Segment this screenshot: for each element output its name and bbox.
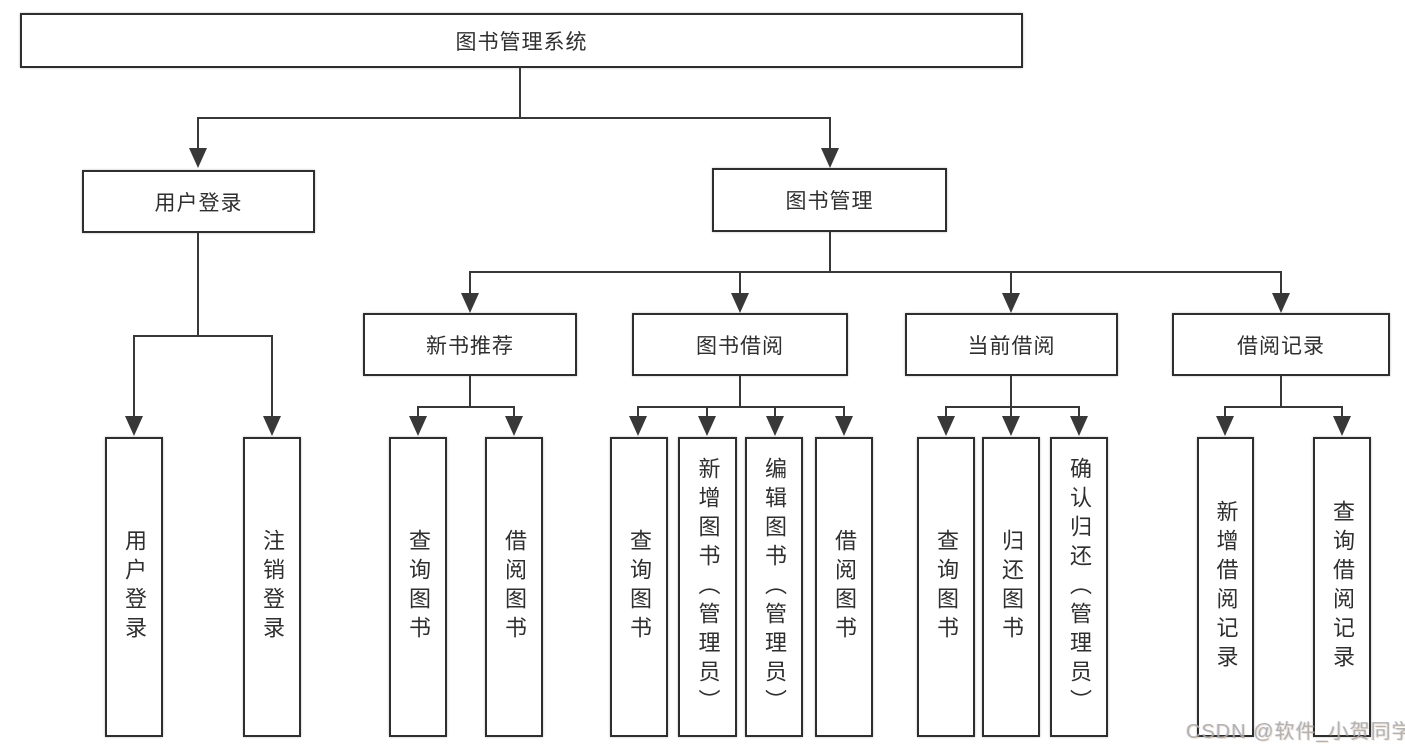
leaf-label: 确认归还（管理员） [1067,456,1092,718]
connector-stub [1224,406,1226,418]
connector-records-stub [1280,376,1282,408]
leaf-label: 查询图书 [406,529,431,645]
leaf-query-borrow-record: 查询借阅记录 [1313,437,1371,737]
leaf-borrow-books-recommend: 借阅图书 [485,437,543,737]
connector-stub [513,406,515,418]
node-book-borrowing: 图书借阅 [632,313,848,376]
connector-level3-bus [469,271,1282,273]
connector-records-bus [1224,406,1343,408]
connector-stub [706,406,708,418]
arrowhead [1070,416,1088,436]
connector-stub-borrowing [739,271,741,295]
arrowhead-records [1272,293,1290,313]
arrowhead [1002,416,1020,436]
arrowhead [766,416,784,436]
connector-current-bus [945,406,1080,408]
arrowhead-recommendation [461,293,479,313]
node-label: 图书管理系统 [455,30,588,54]
node-new-book-recommendation: 新书推荐 [363,313,577,376]
node-current-borrowing: 当前借阅 [905,313,1118,376]
leaf-label: 注销登录 [260,529,285,645]
leaf-label: 用户登录 [122,529,147,645]
arrowhead-borrowing [731,293,749,313]
leaf-user-login: 用户登录 [105,437,163,737]
node-library-management-system: 图书管理系统 [20,13,1023,68]
connector-user-login-stub [197,233,199,337]
arrowhead [505,416,523,436]
leaf-query-books-borrowing: 查询图书 [610,437,668,737]
connector-recommendation-bus [417,406,515,408]
node-label: 借阅记录 [1237,334,1325,358]
node-label: 新书推荐 [426,334,514,358]
leaf-label: 新增借阅记录 [1213,500,1239,674]
arrowhead-leaf-logout [263,416,281,436]
arrowhead-current [1002,293,1020,313]
leaf-add-books-admin: 新增图书（管理员） [678,437,737,737]
connector-stub [843,406,845,418]
arrowhead [409,416,427,436]
leaf-label: 借阅图书 [832,529,857,645]
connector-stub-leaf-logout [271,335,273,418]
leaf-label: 归还图书 [999,529,1024,645]
connector-stub-user-login [197,117,199,150]
connector-stub [774,406,776,418]
arrowhead [698,416,716,436]
connector-stub-leaf-login [133,335,135,418]
connector-current-stub [1010,376,1012,408]
connector-stub-book-management [829,117,831,150]
node-label: 用户登录 [154,191,243,215]
leaf-label: 编辑图书（管理员） [762,456,787,718]
arrowhead-book-management [821,148,839,168]
connector-user-login-bus [133,335,273,337]
node-label: 当前借阅 [967,334,1056,358]
connector-stub [637,406,639,418]
connector-level1-bus [197,117,831,119]
leaf-label: 借阅图书 [502,529,527,645]
node-borrowing-records: 借阅记录 [1172,313,1390,376]
connector-root-stub [519,68,521,119]
leaf-logout: 注销登录 [243,437,301,737]
connector-borrowing-stub [739,376,741,408]
node-user-login: 用户登录 [82,170,315,233]
leaf-label: 查询图书 [627,529,652,645]
leaf-query-books-current: 查询图书 [917,437,975,737]
connector-book-management-stub [829,232,831,273]
connector-stub [1341,406,1343,418]
arrowhead [835,416,853,436]
leaf-label: 新增图书（管理员） [695,456,721,718]
csdn-watermark: CSDN @软件_小贺同学 [1186,721,1405,743]
connector-stub [1078,406,1080,418]
connector-stub [417,406,419,418]
connector-borrowing-bus [637,406,845,408]
leaf-add-borrow-record: 新增借阅记录 [1197,437,1254,737]
leaf-borrow-books-borrowing: 借阅图书 [815,437,873,737]
leaf-edit-books-admin: 编辑图书（管理员） [745,437,803,737]
arrowhead [937,416,955,436]
connector-stub-current [1010,271,1012,295]
arrowhead [1333,416,1351,436]
leaf-return-books: 归还图书 [982,437,1040,737]
connector-stub [945,406,947,418]
connector-recommendation-stub [469,376,471,408]
connector-stub-records [1280,271,1282,295]
arrowhead [1216,416,1234,436]
node-label: 图书管理 [785,190,874,213]
leaf-query-books-recommend: 查询图书 [389,437,447,737]
node-book-management: 图书管理 [712,168,947,232]
arrowhead [629,416,647,436]
arrowhead-user-login [189,148,207,168]
node-label: 图书借阅 [696,334,784,358]
leaf-label: 查询借阅记录 [1330,500,1355,674]
connector-stub [1010,406,1012,418]
leaf-label: 查询图书 [934,529,959,645]
connector-stub-recommendation [469,271,471,295]
leaf-confirm-return-admin: 确认归还（管理员） [1050,437,1108,737]
arrowhead-leaf-login [125,416,143,436]
